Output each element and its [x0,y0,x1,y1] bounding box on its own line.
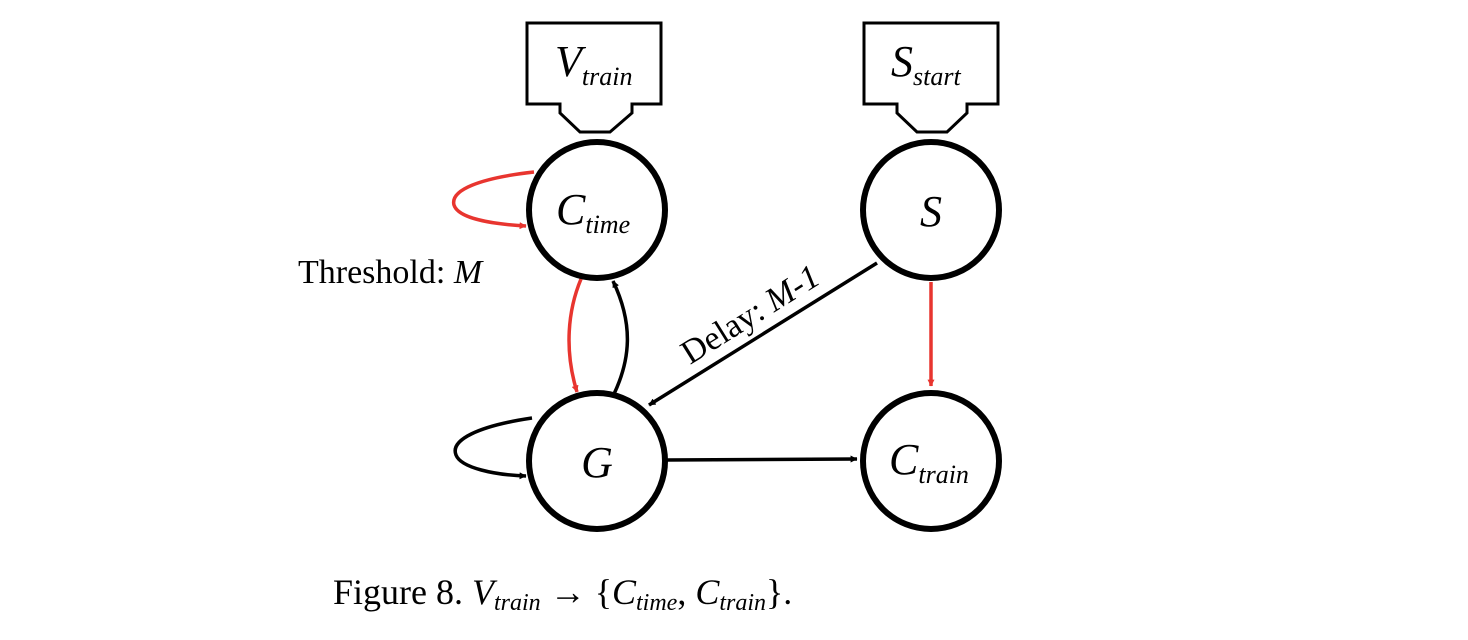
caption-prefix: Figure 8. [333,572,472,612]
state-diagram: Vtrain Sstart Ctime S G Ctrain Thr [298,21,1002,532]
caption-v-main: V [472,572,494,612]
input-box-s-start: Sstart [862,21,1000,134]
node-s: S [860,139,1002,281]
node-c-train-main: C [889,435,919,484]
threshold-label: Threshold: M [298,254,484,291]
input-v-train-sub: train [582,62,633,91]
delay-label-prefix: Delay: [675,288,779,372]
node-g: G [526,390,668,532]
threshold-label-prefix: Threshold: [298,254,454,291]
input-box-v-train: Vtrain [525,21,663,134]
node-c-time-sub: time [585,210,630,239]
threshold-label-var: M [453,254,484,291]
input-s-start-sub: start [913,62,961,91]
svg-text:Ctrain: Ctrain [889,435,969,489]
edge-ctime-self-loop [451,170,535,230]
figure-caption: Figure 8. Vtrain → {Ctime, Ctrain}. [333,574,792,615]
svg-text:Ctime: Ctime [556,185,630,239]
svg-text:Sstart: Sstart [891,37,961,91]
input-v-train-main: V [555,37,587,86]
node-s-label: S [920,187,942,236]
node-c-train-sub: train [918,460,969,489]
svg-text:Vtrain: Vtrain [555,37,632,91]
caption-sep: , [677,572,696,612]
caption-arrow: → { [540,572,612,612]
node-c-train: Ctrain [860,390,1002,532]
edge-s-to-g [648,261,878,407]
edge-ctime-to-g [567,278,583,393]
caption-v-sub: train [494,590,541,616]
caption-c2-sub: train [719,590,767,616]
caption-c1-main: C [611,572,636,612]
edge-g-to-ctime [611,280,630,395]
node-c-time-main: C [556,185,586,234]
caption-c1-sub: time [635,590,678,616]
caption-c2-main: C [695,572,720,612]
delay-label: Delay: M-1 [675,258,827,372]
node-c-time: Ctime [526,139,668,281]
node-g-label: G [581,438,613,487]
caption-suffix: }. [766,572,793,612]
input-s-start-main: S [891,37,913,86]
edge-g-self-loop [453,416,533,480]
edge-g-to-ctrain [665,455,858,463]
